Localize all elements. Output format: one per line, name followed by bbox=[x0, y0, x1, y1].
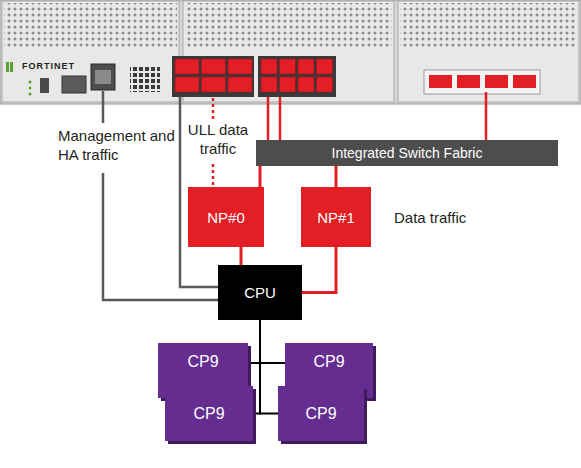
np-processor-box: NP#1 bbox=[301, 187, 371, 247]
node-text: Integrated Switch Fabric bbox=[332, 145, 483, 161]
panel-section bbox=[2, 1, 179, 102]
cp-processor-box: CP9 bbox=[165, 386, 253, 441]
connector bbox=[248, 320, 260, 363]
fan-grille bbox=[400, 3, 577, 49]
sfp-port bbox=[228, 77, 252, 92]
sfp-port bbox=[261, 59, 277, 74]
sfp-port bbox=[175, 59, 199, 74]
node-text: CPU bbox=[244, 284, 276, 301]
port-block bbox=[172, 56, 254, 97]
sfp-port bbox=[202, 59, 226, 74]
connector bbox=[253, 320, 260, 414]
node-text: CP9 bbox=[313, 353, 344, 371]
np-processor-box: NP#0 bbox=[188, 187, 264, 247]
panel-section bbox=[183, 1, 394, 102]
node-text: NP#1 bbox=[317, 209, 355, 226]
connector bbox=[260, 320, 278, 414]
traffic-label: Management and HA traffic bbox=[58, 127, 180, 165]
node-text: CP9 bbox=[305, 405, 336, 423]
vent-holes bbox=[130, 66, 160, 92]
fan-grille bbox=[185, 3, 392, 49]
sfp-port bbox=[298, 59, 314, 74]
fan-grille bbox=[4, 3, 177, 49]
connector bbox=[302, 247, 336, 293]
node-text: CP9 bbox=[187, 353, 218, 371]
led bbox=[29, 87, 32, 90]
console-port bbox=[62, 76, 86, 93]
logo-bar bbox=[6, 62, 9, 72]
sfp-port bbox=[202, 77, 226, 92]
connector bbox=[260, 320, 285, 363]
node-text: NP#0 bbox=[207, 209, 245, 226]
sfp-port bbox=[280, 59, 296, 74]
usb-port bbox=[40, 78, 49, 93]
led bbox=[29, 81, 32, 84]
sfp-port bbox=[261, 77, 277, 92]
cpu-box: CPU bbox=[218, 265, 302, 320]
port-block bbox=[258, 56, 336, 97]
node-text: CP9 bbox=[193, 405, 224, 423]
panel-section bbox=[398, 1, 579, 102]
logo-bar bbox=[10, 62, 13, 72]
sfp-port bbox=[317, 59, 333, 74]
sfp-port bbox=[298, 77, 314, 92]
brand-logo: FORTINET bbox=[22, 61, 92, 72]
sfp-ports bbox=[175, 59, 333, 92]
sfp-port bbox=[228, 59, 252, 74]
sfp-port bbox=[280, 77, 296, 92]
traffic-label: ULL data traffic bbox=[183, 121, 253, 159]
traffic-label: Data traffic bbox=[394, 209, 494, 228]
connector bbox=[240, 247, 243, 265]
sfp-ports bbox=[429, 75, 536, 88]
connector bbox=[335, 166, 338, 187]
sfp-port bbox=[175, 77, 199, 92]
sfp-port bbox=[317, 77, 333, 92]
mgmt-port bbox=[91, 64, 115, 90]
switch-fabric-band: Integrated Switch Fabric bbox=[256, 140, 558, 166]
mgmt-port-socket bbox=[95, 70, 111, 84]
chassis bbox=[0, 0, 581, 104]
port-block bbox=[424, 70, 540, 94]
led bbox=[29, 93, 32, 96]
connector bbox=[259, 166, 262, 187]
cp-processor-box: CP9 bbox=[278, 386, 364, 441]
